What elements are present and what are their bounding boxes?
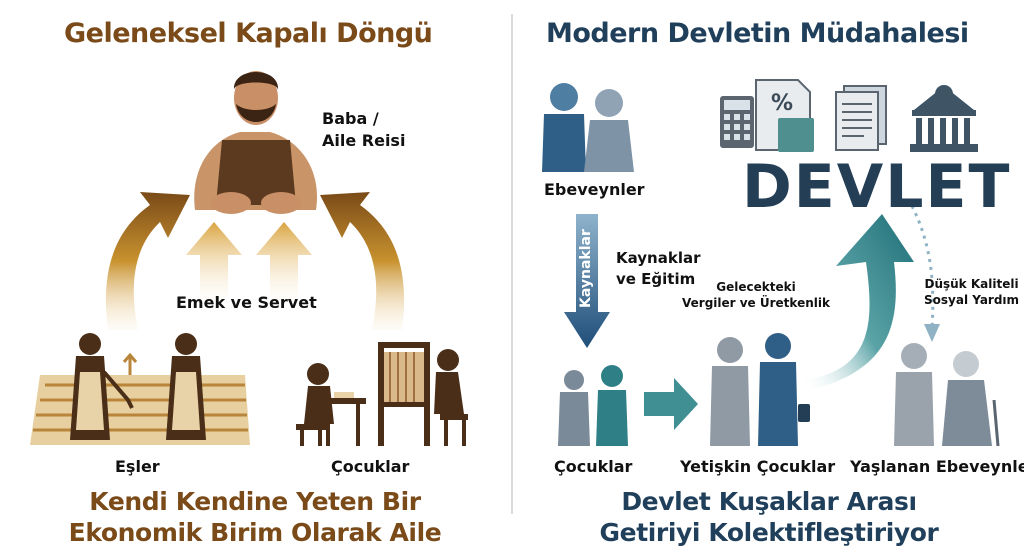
aging-parents-label: Yaşlanan Ebeveynler [850,457,1024,476]
modern-state-footer: Devlet Kuşaklar Arası Getiriyi Kolektifl… [599,487,939,547]
resources-arrow-label: Kaynaklar [578,229,594,308]
traditional-cycle-illustration [30,71,468,446]
welfare-dotted-arrow [910,205,940,342]
child-writing-figure [296,363,366,446]
state-label: DEVLET [742,152,1012,222]
growth-right-arrow [644,378,698,430]
parents-label: Ebeveynler [544,180,645,199]
documents-stack-icon [835,85,887,151]
wives-label: Eşler [115,457,160,476]
flow-label: Emek ve Servet [176,293,317,312]
resources-down-arrow [564,214,610,348]
modern-state-illustration: % [542,79,1000,447]
aging-parents-figures [894,343,1000,447]
welfare-label: Düşük Kaliteli Sosyal Yardım [924,277,1020,307]
loom-figure [378,342,468,446]
inner-arrow-right [256,222,312,300]
adult-children-label: Yetişkin Çocuklar [680,457,836,476]
modern-state-title: Modern Devletin Müdahalesi [546,18,969,49]
future-taxes-up-arrow [804,214,914,392]
parents-figures [542,83,634,172]
government-building-icon [910,85,978,152]
inner-arrow-left [186,222,242,300]
traditional-cycle-footer: Kendi Kendine Yeten Bir Ekonomik Birim O… [68,487,442,547]
wife-figure-1 [70,333,134,440]
father-label: Baba / Aile Reisi [322,109,406,150]
children-label: Çocuklar [331,457,410,476]
children-figures [558,365,628,446]
traditional-cycle-panel: Geleneksel Kapalı Döngü Baba / Aile Reis… [0,0,510,559]
wife-figure-2 [166,333,206,440]
adult-children-figures [710,333,810,446]
field-scene [30,352,250,445]
calculator-icon [720,96,754,148]
left-curved-arrow [105,192,190,330]
children-label: Çocuklar [554,457,633,476]
future-taxes-label: Gelecekteki Vergiler ve Üretkenlik [682,280,830,310]
svg-text:%: % [771,91,793,116]
tax-document-icon: % [755,79,814,152]
father-figure [194,71,317,214]
traditional-cycle-title: Geleneksel Kapalı Döngü [64,18,433,49]
resources-label: Kaynaklar ve Eğitim [616,249,701,288]
modern-state-panel: % [514,0,1024,559]
panel-divider [511,14,513,514]
right-curved-arrow [320,192,405,330]
